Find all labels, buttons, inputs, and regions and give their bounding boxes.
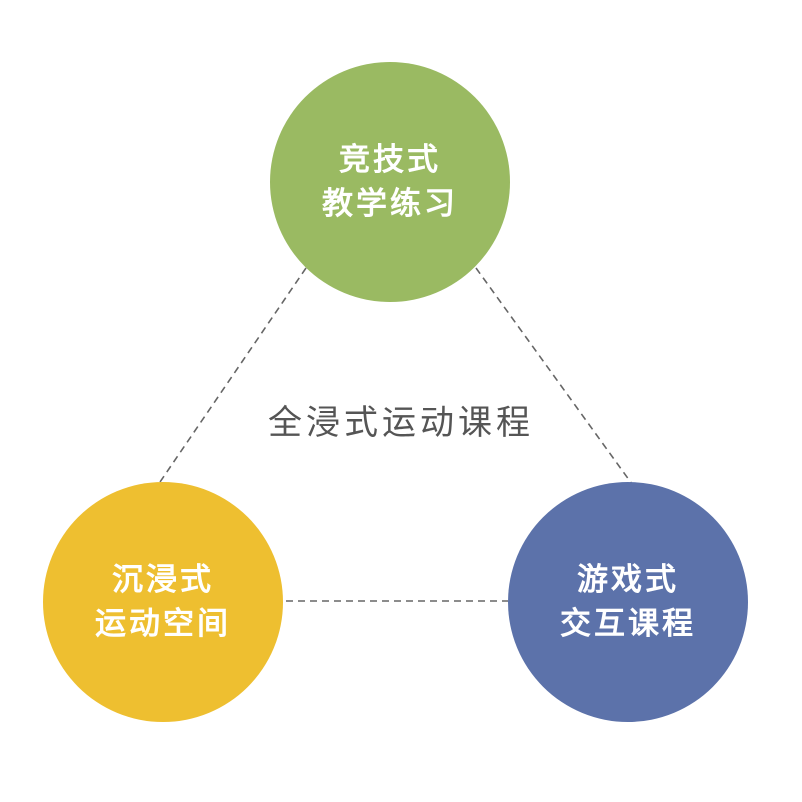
node-immersive-space: 沉浸式 运动空间: [43, 482, 283, 722]
node-game-interactive: 游戏式 交互课程: [508, 482, 748, 722]
node-right-line1: 游戏式: [577, 562, 679, 598]
center-title: 全浸式运动课程: [268, 403, 534, 443]
node-top-line2: 教学练习: [322, 186, 458, 222]
node-left-line2: 运动空间: [95, 606, 231, 642]
connector-top-left: [159, 267, 307, 483]
node-top-line1: 竞技式: [339, 142, 441, 178]
node-competitive-practice: 竞技式 教学练习: [270, 62, 510, 302]
node-right-line2: 交互课程: [560, 606, 696, 642]
connector-top-right: [475, 267, 633, 485]
node-left-line1: 沉浸式: [112, 562, 214, 598]
